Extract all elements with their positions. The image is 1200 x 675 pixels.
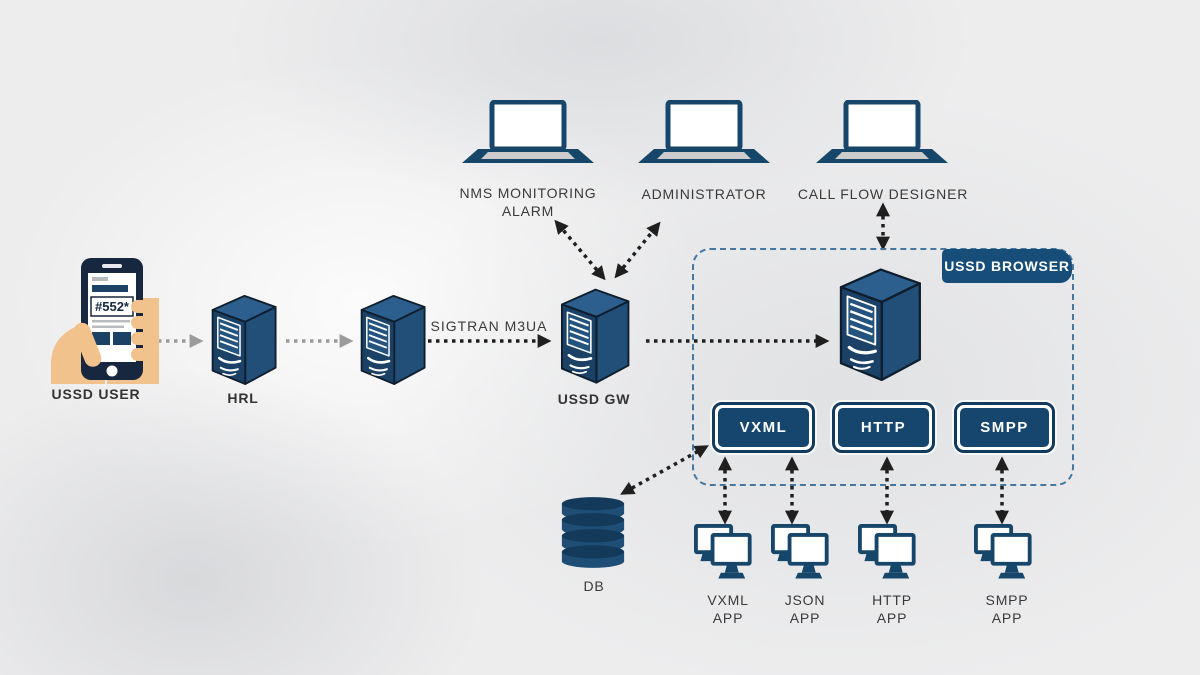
laptop-icon — [638, 100, 770, 178]
workstations-icon — [693, 524, 752, 581]
vxml-button: VXML — [712, 402, 815, 453]
laptop-icon — [816, 100, 948, 178]
arrow-db-vxml — [620, 445, 709, 495]
workstations-icon — [770, 524, 829, 581]
vxml-app-label: VXML APP — [707, 592, 749, 627]
json-app-label: JSON APP — [784, 592, 826, 627]
http-button-label: HTTP — [838, 408, 929, 447]
server-icon — [560, 288, 630, 385]
server-icon — [839, 267, 922, 382]
workstations-icon — [857, 524, 916, 581]
ussd-browser-label: USSD BROWSER — [944, 258, 1070, 274]
administrator-node — [638, 100, 770, 183]
administrator-label: ADMINISTRATOR — [641, 186, 767, 202]
smpp-button: SMPP — [954, 402, 1055, 453]
http-button: HTTP — [832, 402, 935, 453]
arrow-ussdgw-administrator — [614, 221, 661, 279]
vxml-app-node — [693, 524, 758, 588]
hrl-node — [202, 287, 284, 392]
db-label: DB — [583, 578, 605, 594]
sigtran-link-label: SIGTRAN M3UA — [430, 318, 548, 334]
phone-display-text: #552* — [95, 299, 130, 314]
database-icon — [561, 497, 625, 568]
smpp-app-label: SMPP APP — [985, 592, 1029, 627]
vxml-button-label: VXML — [718, 408, 809, 447]
phone-in-hand-icon: #552* — [51, 258, 159, 384]
call-flow-designer-label: CALL FLOW DESIGNER — [797, 186, 969, 202]
ussd-user-node: #552* — [44, 256, 166, 389]
hrl-label: HRL — [227, 390, 259, 406]
ussd-browser-container — [692, 248, 1074, 486]
http-app-label: HTTP APP — [872, 592, 912, 627]
laptop-icon — [462, 100, 594, 178]
smpp-app-node — [973, 524, 1038, 588]
call-flow-designer-node — [816, 100, 948, 183]
server-icon — [211, 294, 277, 386]
ussd-gw-label: USSD GW — [557, 391, 631, 407]
ussd-gw-node — [551, 280, 637, 391]
ussd-browser-tag: USSD BROWSER — [942, 249, 1072, 283]
nms-node — [462, 100, 594, 183]
workstations-icon — [973, 524, 1032, 581]
db-node — [560, 492, 626, 577]
core-network-node — [351, 287, 433, 392]
nms-label: NMS MONITORING ALARM — [459, 185, 597, 220]
arrow-ussdgw-nms — [554, 219, 606, 281]
ussd-user-label: USSD USER — [51, 386, 141, 402]
server-icon — [360, 294, 426, 386]
json-app-node — [770, 524, 835, 588]
ussd-browser-server-node — [828, 258, 930, 389]
http-app-node — [857, 524, 922, 588]
smpp-button-label: SMPP — [960, 408, 1049, 447]
